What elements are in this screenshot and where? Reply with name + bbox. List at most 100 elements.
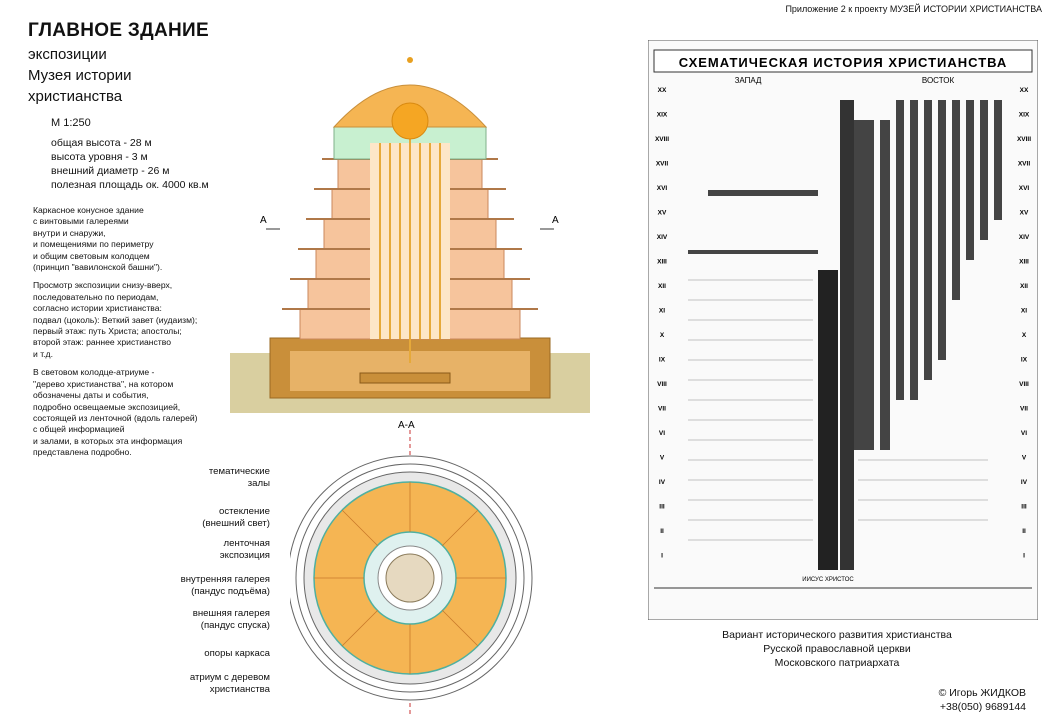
description: Каркасное конусное здание с винтовыми га…: [33, 205, 233, 466]
spec-line: высота уровня - 3 м: [51, 151, 148, 163]
century-label: V: [1022, 455, 1027, 462]
copyright: © Игорь ЖИДКОВ +38(050) 9689144: [900, 686, 1026, 714]
desc-line: и т.д.: [33, 348, 53, 359]
century-label: XV: [658, 210, 667, 217]
desc-line: "дерево христианства", на котором: [33, 378, 174, 389]
scale-label: М 1:250: [51, 117, 91, 129]
poster-caption: Вариант исторического развития христианс…: [652, 628, 1022, 670]
century-label: XV: [1020, 210, 1029, 217]
appendix-note: Приложение 2 к проекту МУЗЕЙ ИСТОРИИ ХРИ…: [785, 4, 1042, 14]
century-label: VII: [658, 406, 666, 413]
century-label: I: [661, 553, 663, 560]
century-label: XIV: [1019, 234, 1030, 241]
desc-line: и помещениями по периметру: [33, 239, 154, 250]
tree-of-christianity: [379, 123, 441, 363]
author: © Игорь ЖИДКОВ: [938, 687, 1026, 699]
century-label: III: [1021, 504, 1027, 511]
page-title: ГЛАВНОЕ ЗДАНИЕ: [28, 20, 209, 41]
desc-line: согласно истории христианства:: [33, 303, 162, 314]
poster-trunk: [818, 270, 838, 570]
century-label: XVI: [1019, 185, 1030, 192]
caption-line: Московского патриархата: [774, 657, 900, 669]
century-label: XII: [658, 283, 666, 290]
century-label: I: [1023, 553, 1025, 560]
desc-line: и залами, в которых эта информация: [33, 435, 183, 446]
poster-west-label: ЗАПАД: [735, 76, 762, 85]
desc-line: Просмотр экспозиции снизу-вверх,: [33, 280, 173, 291]
caption-line: Русской православной церкви: [763, 643, 911, 655]
subtitle-line: Музея истории: [28, 67, 132, 84]
atrium-sphere: [391, 102, 429, 140]
century-column: XXXIXXVIIIXVIIXVIXVXIVXIIIXIIXIXIXVIIIVI…: [655, 87, 669, 560]
phone: +38(050) 9689144: [939, 701, 1026, 713]
cut-mark-right: A: [552, 215, 559, 226]
desc-line: и общим световым колодцем: [33, 250, 150, 261]
century-label: V: [660, 455, 665, 462]
century-label: II: [660, 528, 664, 535]
subtitle-line: христианства: [28, 88, 123, 105]
desc-paragraph-1: Каркасное конусное здание с винтовыми га…: [33, 205, 233, 273]
desc-line: второй этаж: раннее христианство: [33, 337, 171, 348]
century-label: VI: [1021, 430, 1027, 437]
label-frame-supports: опоры каркаса: [204, 648, 270, 659]
century-label: X: [1022, 332, 1027, 339]
century-label: VI: [659, 430, 665, 437]
desc-line: первый этаж: путь Христа; апостолы;: [33, 326, 182, 337]
desc-paragraph-2: Просмотр экспозиции снизу-вверх, последо…: [33, 280, 233, 360]
desc-line: с общей информацией: [33, 424, 125, 435]
section-title: А-А: [398, 420, 415, 431]
century-label: X: [660, 332, 665, 339]
century-label: VII: [1020, 406, 1028, 413]
century-label: XIX: [657, 112, 668, 119]
atrium-base: [359, 372, 451, 384]
desc-paragraph-3: В световом колодце-атриуме - "дерево хри…: [33, 367, 233, 458]
spec-line: общая высота - 28 м: [51, 137, 152, 149]
century-label: VIII: [657, 381, 667, 388]
atrium-core: [385, 553, 435, 603]
desc-line: подробно освещаемые экспозицией,: [33, 401, 181, 412]
century-label: IV: [1021, 479, 1028, 486]
desc-line: подвал (цоколь): Веткий завет (иудаизм);: [33, 314, 198, 325]
century-column-right: XXXIXXVIIIXVIIXVIXVXIVXIIIXIIXIXIXVIIIVI…: [1017, 87, 1031, 560]
subtitle-line: экспозиции: [28, 46, 107, 63]
section-a-a-drawing: А-А: [290, 420, 533, 715]
century-label: XX: [1020, 87, 1029, 94]
century-label: XI: [659, 308, 665, 315]
spec-line: полезная площадь ок. 4000 кв.м: [51, 179, 209, 191]
century-label: XIII: [657, 259, 667, 266]
century-label: XVI: [657, 185, 668, 192]
caption-line: Вариант исторического развития христианс…: [722, 629, 952, 641]
century-label: IX: [659, 357, 666, 364]
century-label: III: [659, 504, 665, 511]
label-outer-gallery: внешняя галерея(пандус спуска): [192, 608, 270, 631]
century-label: IX: [1021, 357, 1028, 364]
building-elevation-drawing: A A: [230, 33, 590, 413]
desc-line: представлена подробно.: [33, 447, 132, 458]
poster-title: СХЕМАТИЧЕСКАЯ ИСТОРИЯ ХРИСТИАНСТВА: [679, 55, 1008, 70]
century-label: XVII: [1018, 161, 1030, 168]
desc-line: с винтовыми галереями: [33, 216, 129, 227]
century-label: XVIII: [1017, 136, 1031, 143]
label-inner-gallery: внутренняя галерея(пандус подъёма): [180, 574, 270, 597]
desc-line: обозначены даты и события,: [33, 390, 149, 401]
spec-line: внешний диаметр - 26 м: [51, 165, 170, 177]
century-label: XIII: [1019, 259, 1029, 266]
century-label: II: [1022, 528, 1026, 535]
desc-line: Каркасное конусное здание: [33, 205, 144, 215]
desc-line: внутри и снаружи,: [33, 227, 106, 238]
century-label: IV: [659, 479, 666, 486]
desc-line: (принцип "вавилонской башни").: [33, 262, 163, 273]
century-label: XII: [1020, 283, 1028, 290]
desc-line: последовательно по периодам,: [33, 291, 159, 302]
century-label: XIX: [1019, 112, 1030, 119]
poster-east-branch: [840, 100, 854, 570]
century-label: XX: [658, 87, 667, 94]
label-glazing: остекление(внешний свет): [202, 506, 270, 529]
desc-line: состоящей из ленточной (вдоль галерей): [33, 412, 198, 423]
century-label: XVII: [656, 161, 668, 168]
page-subtitle: экспозиции Музея истории христианства: [28, 44, 132, 107]
poster-title-box: [653, 49, 1033, 73]
